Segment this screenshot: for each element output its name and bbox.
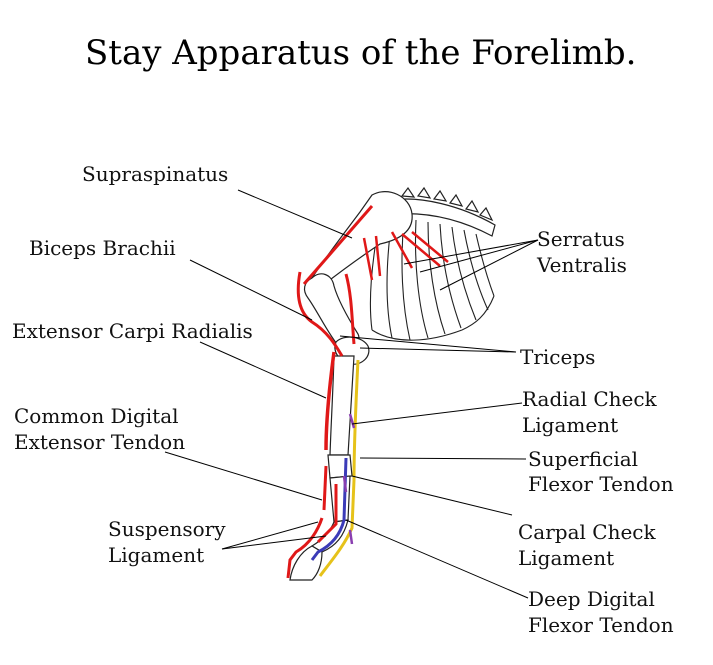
label-carpal-check-line1: Carpal Check [518, 520, 656, 544]
deep-digital-flexor-tendon [310, 457, 348, 561]
label-common-digital-extensor-line1: Common Digital [14, 404, 179, 428]
label-supraspinatus: Supraspinatus [82, 162, 228, 186]
biceps-brachii-muscle [296, 271, 344, 357]
label-biceps-brachii: Biceps Brachii [29, 236, 176, 260]
carpal-check-ligament [342, 475, 354, 545]
label-extensor-carpi-radialis: Extensor Carpi Radialis [12, 319, 253, 343]
label-carpal-check-line2: Ligament [518, 546, 614, 570]
label-serratus-line2: Ventralis [536, 253, 627, 277]
diagram-title: Stay Apparatus of the Forelimb. [85, 33, 636, 73]
label-suspensory-line1: Suspensory [108, 517, 226, 541]
label-triceps: Triceps [520, 345, 595, 369]
vertebral-column [391, 186, 496, 237]
radius [329, 355, 355, 456]
label-superficial-flexor-line1: Superficial [528, 447, 638, 471]
skeleton [289, 186, 496, 581]
soft-tissue [286, 205, 449, 579]
superficial-flexor-tendon [318, 359, 360, 577]
label-radial-check-line1: Radial Check [522, 387, 658, 411]
supraspinatus-muscle [302, 205, 374, 285]
leader-lines [164, 189, 539, 599]
cannon-bone [329, 475, 351, 523]
scapula [311, 191, 413, 287]
extensor-carpi-radialis-muscle [324, 351, 336, 451]
label-common-digital-extensor-line2: Extensor Tendon [14, 430, 185, 454]
label-deep-digital-flexor-line1: Deep Digital [528, 587, 655, 611]
triceps-muscle [344, 273, 356, 345]
serratus-ventralis-muscle [362, 231, 449, 281]
radial-check-ligament [348, 413, 356, 429]
label-radial-check-line2: Ligament [522, 413, 618, 437]
label-superficial-flexor-line2: Flexor Tendon [528, 472, 674, 496]
labels: Supraspinatus Biceps Brachii Extensor Ca… [12, 162, 674, 637]
common-digital-extensor-tendon [286, 465, 328, 579]
label-serratus-line1: Serratus [537, 227, 625, 251]
carpus [327, 454, 353, 479]
label-deep-digital-flexor-line2: Flexor Tendon [528, 613, 674, 637]
label-suspensory-line2: Ligament [108, 543, 204, 567]
hoof [289, 545, 323, 581]
